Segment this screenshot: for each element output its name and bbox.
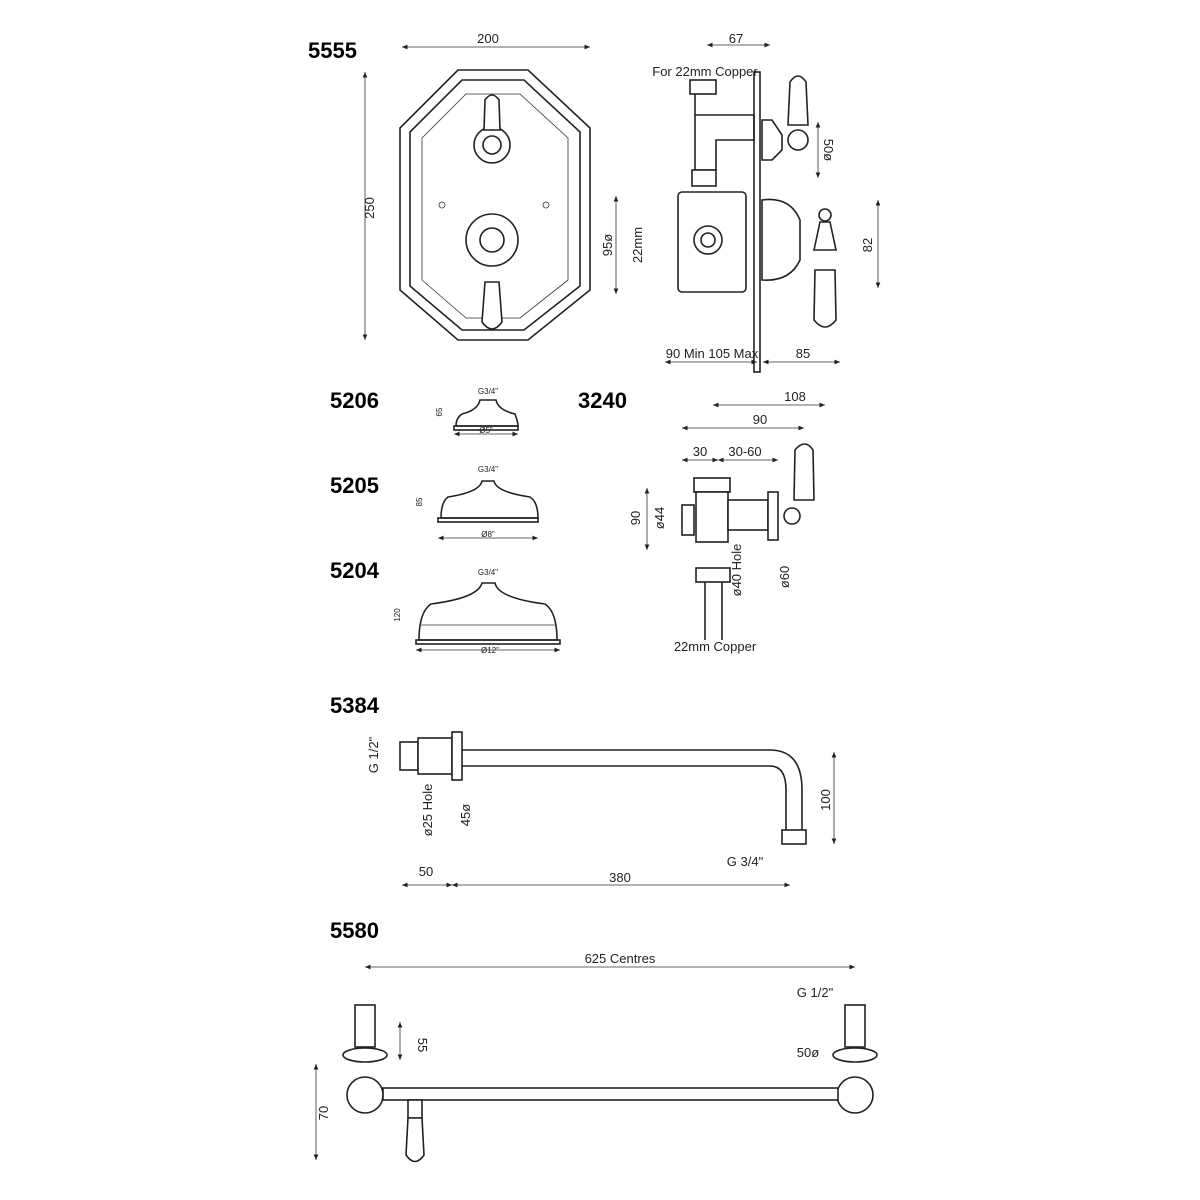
dim-min-max: 90 Min 105 Max: [666, 346, 759, 361]
dim-h90: 90: [628, 511, 643, 525]
dim-30-60: 30-60: [728, 444, 761, 459]
head-5-height: 65: [435, 407, 444, 416]
head-12-dia: Ø12": [481, 646, 499, 655]
dim-40-hole: ø40 Hole: [729, 544, 744, 597]
head-8-thread: G3/4": [478, 465, 498, 474]
head-8-dia: Ø8": [481, 530, 495, 539]
dim-70: 70: [316, 1106, 331, 1120]
dim-g-three-quarter: G 3/4": [727, 854, 764, 869]
valve-side-view: [613, 42, 881, 373]
dim-85: 85: [796, 346, 810, 361]
dim-25-hole: ø25 Hole: [420, 784, 435, 837]
dim-height: 250: [362, 197, 377, 219]
dim-95: 95ø: [600, 234, 615, 256]
code-3240: 3240: [578, 388, 627, 413]
shower-head-5in: [453, 399, 519, 437]
stop-valve-3240: [644, 402, 825, 640]
shower-arm-5384: [399, 731, 837, 888]
dim-bar-g-half: G 1/2": [797, 985, 834, 1000]
dim-380: 380: [609, 870, 631, 885]
code-5384: 5384: [330, 693, 380, 718]
head-5-dia: Ø5": [479, 426, 493, 435]
head-12-height: 120: [393, 608, 402, 622]
dim-60: ø60: [777, 566, 792, 588]
code-5206: 5206: [330, 388, 379, 413]
dim-82: 82: [860, 238, 875, 252]
head-5-thread: G3/4": [478, 387, 498, 396]
valve-front-view: [362, 44, 591, 341]
dim-g-half: G 1/2": [366, 736, 381, 773]
dim-55: 55: [415, 1038, 430, 1052]
dim-100: 100: [818, 789, 833, 811]
dim-50: 50: [419, 864, 433, 879]
shower-head-8in: [437, 480, 539, 541]
code-5580: 5580: [330, 918, 379, 943]
code-5204: 5204: [330, 558, 380, 583]
dim-45: 45ø: [458, 804, 473, 826]
dim-108: 108: [784, 389, 806, 404]
dim-bar-50: 50ø: [797, 1045, 819, 1060]
dim-90: 90: [753, 412, 767, 427]
shower-bar-5580: [313, 964, 878, 1163]
dim-44: ø44: [652, 507, 667, 529]
code-5205: 5205: [330, 473, 379, 498]
dim-for-22mm-copper: For 22mm Copper: [652, 64, 758, 79]
dim-width: 200: [477, 31, 499, 46]
shower-head-12in: [415, 582, 561, 653]
dim-625-centres: 625 Centres: [585, 951, 656, 966]
head-8-height: 85: [415, 497, 424, 506]
dim-22mm: 22mm: [630, 227, 645, 263]
dim-67: 67: [729, 31, 743, 46]
head-12-thread: G3/4": [478, 568, 498, 577]
dim-30: 30: [693, 444, 707, 459]
code-5555: 5555: [308, 38, 357, 63]
dim-50: 50ø: [821, 139, 836, 161]
dim-22mm-copper: 22mm Copper: [674, 639, 757, 654]
